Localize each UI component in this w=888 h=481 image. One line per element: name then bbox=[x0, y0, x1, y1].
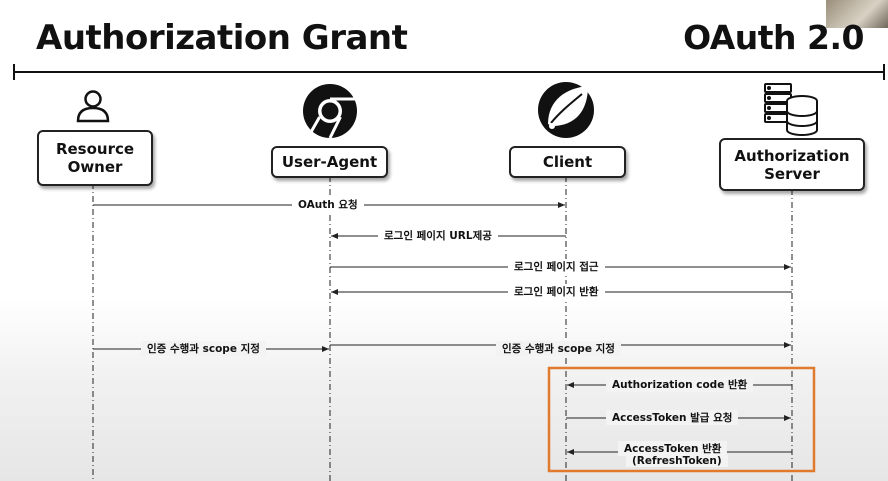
message-login-page-return: 로그인 페이지 반환 bbox=[508, 284, 605, 299]
message-auth-scope-1: 인증 수행과 scope 지정 bbox=[141, 341, 266, 356]
chrome-icon bbox=[303, 84, 357, 140]
message-login-page-access: 로그인 페이지 접근 bbox=[508, 259, 605, 274]
person-icon bbox=[76, 90, 110, 123]
actor-resource-owner-line1: Resource bbox=[55, 140, 135, 158]
actor-client: Client bbox=[509, 146, 626, 178]
actor-authorization-server: Authorization Server bbox=[719, 138, 865, 191]
actor-resource-owner-line2: Owner bbox=[67, 158, 123, 176]
actor-authorization-server-line2: Server bbox=[764, 164, 820, 183]
actor-user-agent-label: User-Agent bbox=[281, 153, 378, 171]
spring-icon bbox=[538, 82, 594, 138]
actor-user-agent: User-Agent bbox=[271, 146, 388, 178]
actor-resource-owner: Resource Owner bbox=[37, 130, 153, 186]
message-auth-scope-2: 인증 수행과 scope 지정 bbox=[496, 341, 621, 356]
message-login-url: 로그인 페이지 URL제공 bbox=[378, 228, 498, 243]
webcam-overlay bbox=[826, 0, 888, 28]
server-database-icon bbox=[764, 83, 818, 136]
header-rule bbox=[13, 64, 885, 80]
message-token-return-line1: AccessToken 반환 bbox=[618, 441, 728, 456]
actor-client-label: Client bbox=[542, 153, 593, 171]
message-token-request: AccessToken 발급 요청 bbox=[606, 410, 739, 425]
message-auth-code: Authorization code 반환 bbox=[606, 377, 754, 392]
message-oauth-request: OAuth 요청 bbox=[292, 197, 364, 212]
highlight-box bbox=[547, 366, 816, 473]
brand-title: OAuth 2.0 bbox=[683, 18, 864, 57]
message-token-return-line2: (RefreshToken) bbox=[626, 455, 728, 467]
page-title: Authorization Grant bbox=[36, 18, 408, 58]
actor-authorization-server-line1: Authorization bbox=[734, 146, 850, 165]
